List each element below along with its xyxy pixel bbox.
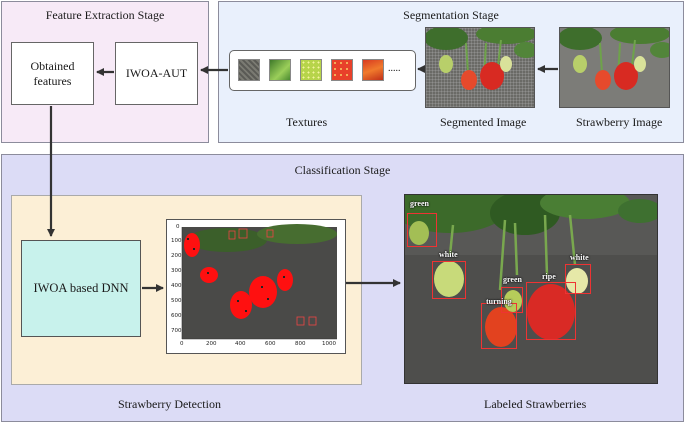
label-turning: turning	[486, 297, 512, 306]
bbox-green-1	[407, 213, 437, 247]
iwoa-dnn-box: IWOA based DNN	[21, 240, 141, 337]
label-white-2: white	[570, 253, 589, 262]
y-tick-500: 500	[171, 298, 182, 304]
labeled-strawberries-caption: Labeled Strawberries	[484, 397, 587, 411]
y-tick-600: 600	[171, 313, 182, 319]
y-tick-0: 0	[176, 224, 180, 230]
x-tick-1000: 1000	[322, 341, 336, 347]
x-tick-400: 400	[235, 341, 246, 347]
labeled-strawberries-image: green white white green ripe turning	[404, 194, 658, 384]
y-tick-100: 100	[171, 238, 182, 244]
detection-plot	[166, 219, 346, 354]
segmented-image	[425, 27, 535, 108]
texture-swatch-4	[331, 59, 353, 81]
x-tick-0: 0	[180, 341, 184, 347]
texture-ellipsis: .....	[388, 63, 401, 74]
obtained-features-box: Obtained features	[11, 42, 94, 105]
y-tick-400: 400	[171, 283, 182, 289]
feature-extraction-title: Feature Extraction Stage	[45, 8, 165, 22]
y-tick-200: 200	[171, 253, 182, 259]
textures-box	[229, 50, 416, 91]
label-ripe: ripe	[542, 272, 556, 281]
texture-swatch-1	[238, 59, 260, 81]
iwoa-aut-box: IWOA-AUT	[115, 42, 198, 105]
textures-caption: Textures	[286, 115, 328, 129]
strawberry-image-caption: Strawberry Image	[576, 115, 663, 129]
bbox-turning	[481, 303, 517, 349]
bbox-white-1	[432, 261, 466, 299]
strawberry-image	[559, 27, 670, 108]
x-tick-600: 600	[265, 341, 276, 347]
classification-title: Classification Stage	[294, 163, 391, 177]
strawberry-detection-caption: Strawberry Detection	[118, 397, 221, 411]
label-green-1: green	[410, 199, 429, 208]
texture-swatch-5	[362, 59, 384, 81]
bbox-ripe	[526, 282, 576, 340]
label-green-2: green	[503, 275, 522, 284]
x-tick-800: 800	[295, 341, 306, 347]
y-tick-700: 700	[171, 328, 182, 334]
bbox-green-2	[501, 287, 523, 313]
bbox-white-2	[565, 264, 591, 294]
segmentation-title: Segmentation Stage	[403, 8, 499, 22]
label-white-1: white	[439, 250, 458, 259]
segmented-image-caption: Segmented Image	[440, 115, 527, 129]
y-tick-300: 300	[171, 268, 182, 274]
x-tick-200: 200	[206, 341, 217, 347]
texture-swatch-3	[300, 59, 322, 81]
texture-swatch-2	[269, 59, 291, 81]
